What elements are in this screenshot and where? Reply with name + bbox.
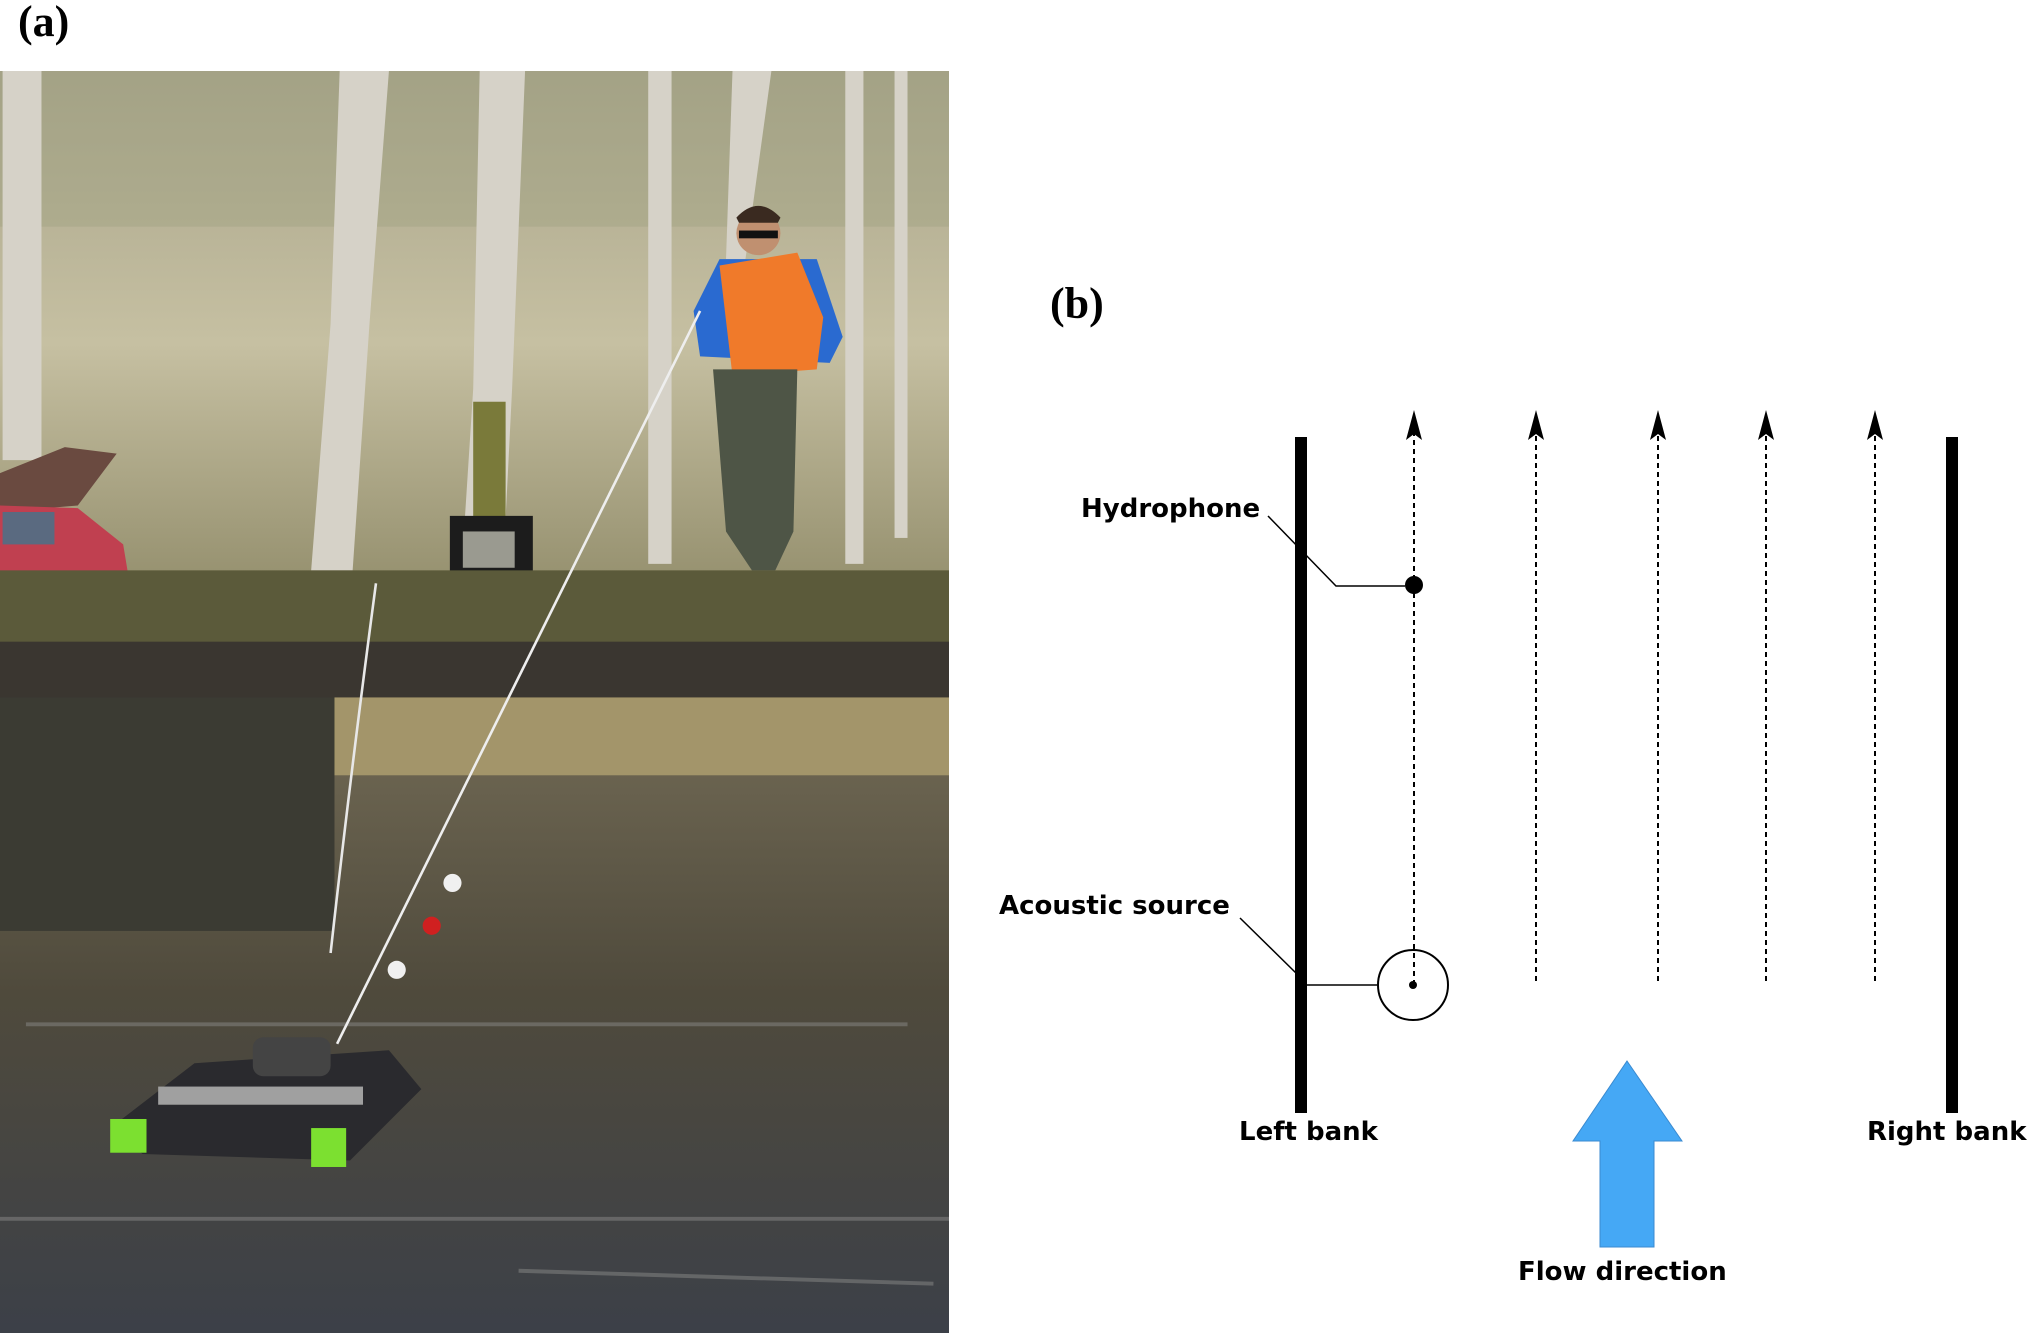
tree-trunks: [2, 71, 908, 571]
acoustic-source-leader: [1239, 917, 1299, 976]
car: [0, 447, 130, 590]
arrow-up-icon: [1528, 410, 1544, 440]
flow-direction-arrow: [1572, 1060, 1683, 1248]
arrow-up-icon: [1867, 410, 1883, 440]
arrow-up-icon: [1406, 410, 1422, 440]
left-bank-label: Left bank: [1239, 1117, 1379, 1147]
hydrophone-marker: [1405, 576, 1423, 594]
panel-a-label: (a): [18, 0, 70, 46]
boat: [110, 1037, 422, 1167]
tow-rope: [335, 310, 702, 1045]
right-bank-line: [1946, 437, 1958, 1113]
float: [443, 873, 462, 893]
hydrophone-label: Hydrophone: [1081, 494, 1260, 524]
left-bank-line: [1295, 437, 1307, 1113]
panel-b-label: (b): [1050, 279, 1104, 328]
acoustic-source-label: Acoustic source: [999, 891, 1230, 921]
transect-lines: [1413, 420, 1876, 985]
arrowheads: [1406, 410, 1883, 440]
right-bank-label: Right bank: [1867, 1117, 2027, 1147]
acoustic-source-marker: [1377, 949, 1449, 1021]
hydrophone-leader: [1267, 515, 1405, 587]
field-photo: [0, 71, 949, 1333]
person: [693, 205, 843, 571]
arrow-up-icon: [1650, 410, 1666, 440]
arrow-up-icon: [1758, 410, 1774, 440]
float: [422, 916, 441, 935]
flow-direction-label: Flow direction: [1518, 1257, 1727, 1287]
cable: [329, 583, 378, 954]
float: [387, 960, 406, 979]
